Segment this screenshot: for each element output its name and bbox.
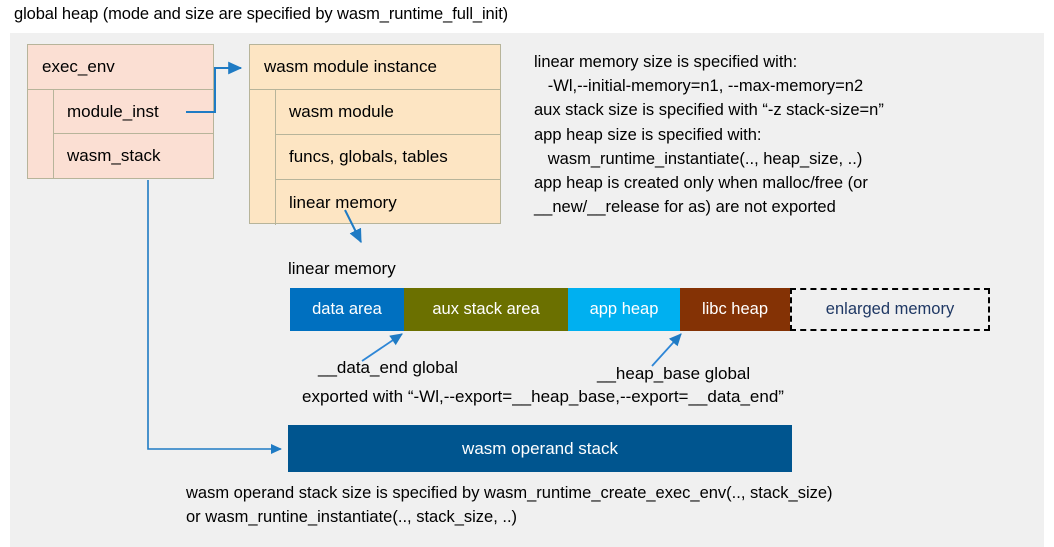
module-instance-gutter bbox=[250, 90, 276, 225]
exec-env-rows: module_inst wasm_stack bbox=[54, 90, 213, 178]
exec-env-header: exec_env bbox=[28, 45, 213, 90]
memory-segment-data-area: data area bbox=[290, 288, 404, 331]
module-instance-body: wasm module funcs, globals, tables linea… bbox=[250, 90, 500, 225]
memory-segment-enlarged-memory: enlarged memory bbox=[790, 288, 990, 331]
export-flags-annotation: exported with “-Wl,--export=__heap_base,… bbox=[302, 387, 784, 406]
module-instance-rows: wasm module funcs, globals, tables linea… bbox=[276, 90, 500, 225]
heap-base-annotation: __heap_base global bbox=[597, 364, 751, 383]
linear-memory-bar-label: linear memory bbox=[288, 259, 396, 278]
linear-memory-spec-note: linear memory size is specified with: -W… bbox=[534, 53, 884, 217]
exec-env-box: exec_env module_inst wasm_stack bbox=[27, 44, 214, 179]
memory-segment-app-heap: app heap bbox=[568, 288, 680, 331]
module-instance-field-wasm-module: wasm module bbox=[276, 90, 500, 135]
exec-env-field-wasm-stack: wasm_stack bbox=[67, 146, 161, 165]
operand-stack-size-note: wasm operand stack size is specified by … bbox=[186, 484, 833, 527]
memory-segment-libc-heap: libc heap bbox=[680, 288, 790, 331]
memory-segment-aux-stack-area: aux stack area bbox=[404, 288, 568, 331]
exec-env-field-module-inst: module_inst bbox=[54, 90, 213, 134]
exec-env-body: module_inst wasm_stack bbox=[28, 90, 213, 178]
data-end-annotation: __data_end global bbox=[318, 358, 458, 377]
page-title: global heap (mode and size are specified… bbox=[14, 5, 509, 23]
module-instance-field-linear-memory: linear memory bbox=[289, 192, 397, 212]
exec-env-gutter bbox=[28, 90, 54, 178]
module-instance-header: wasm module instance bbox=[250, 45, 500, 90]
wasm-operand-stack-box: wasm operand stack bbox=[288, 425, 792, 472]
wasm-module-instance-box: wasm module instance wasm module funcs, … bbox=[249, 44, 501, 225]
module-instance-field-funcs-globals-tables: funcs, globals, tables bbox=[276, 135, 500, 180]
